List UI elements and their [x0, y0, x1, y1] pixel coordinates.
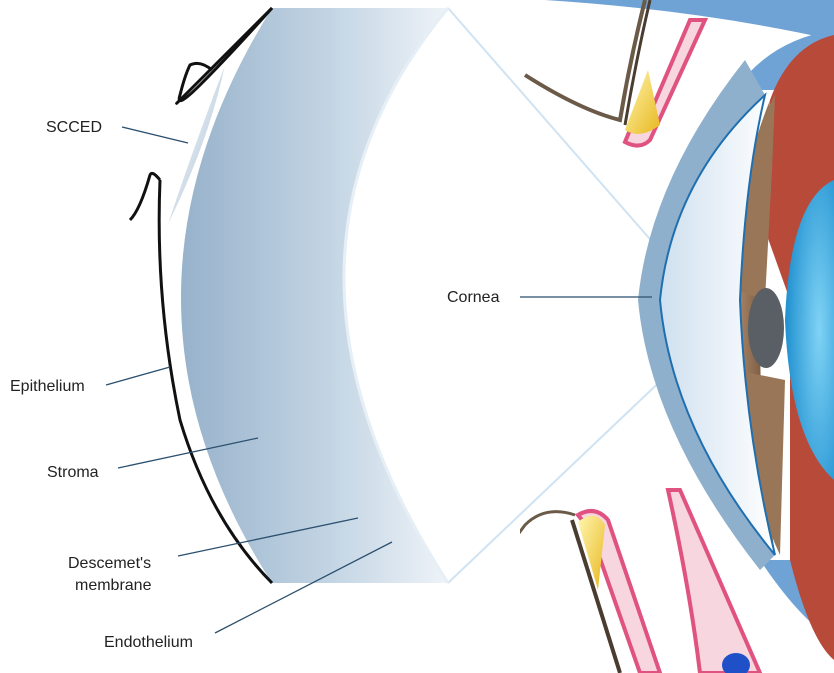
descemets-label-line1: Descemet's [68, 555, 151, 572]
stroma-label: Stroma [47, 464, 99, 481]
upper-eyelash [525, 0, 645, 120]
descemets-label-line2: membrane [75, 577, 152, 594]
cornea-label: Cornea [447, 289, 500, 306]
eye-cross-section [500, 0, 834, 673]
endothelium-label: Endothelium [104, 634, 193, 651]
scced-label: SCCED [46, 119, 102, 136]
label-cornea: Cornea [447, 289, 652, 306]
epithelium-label: Epithelium [10, 378, 85, 395]
cornea-slice [130, 8, 448, 583]
cornea-slice-body [181, 8, 448, 583]
label-epithelium: Epithelium [10, 367, 170, 395]
epithelium-flap-bottom [130, 173, 160, 220]
label-scced: SCCED [46, 119, 188, 143]
pupil-edge [748, 288, 784, 368]
lower-eyelash [500, 512, 575, 560]
